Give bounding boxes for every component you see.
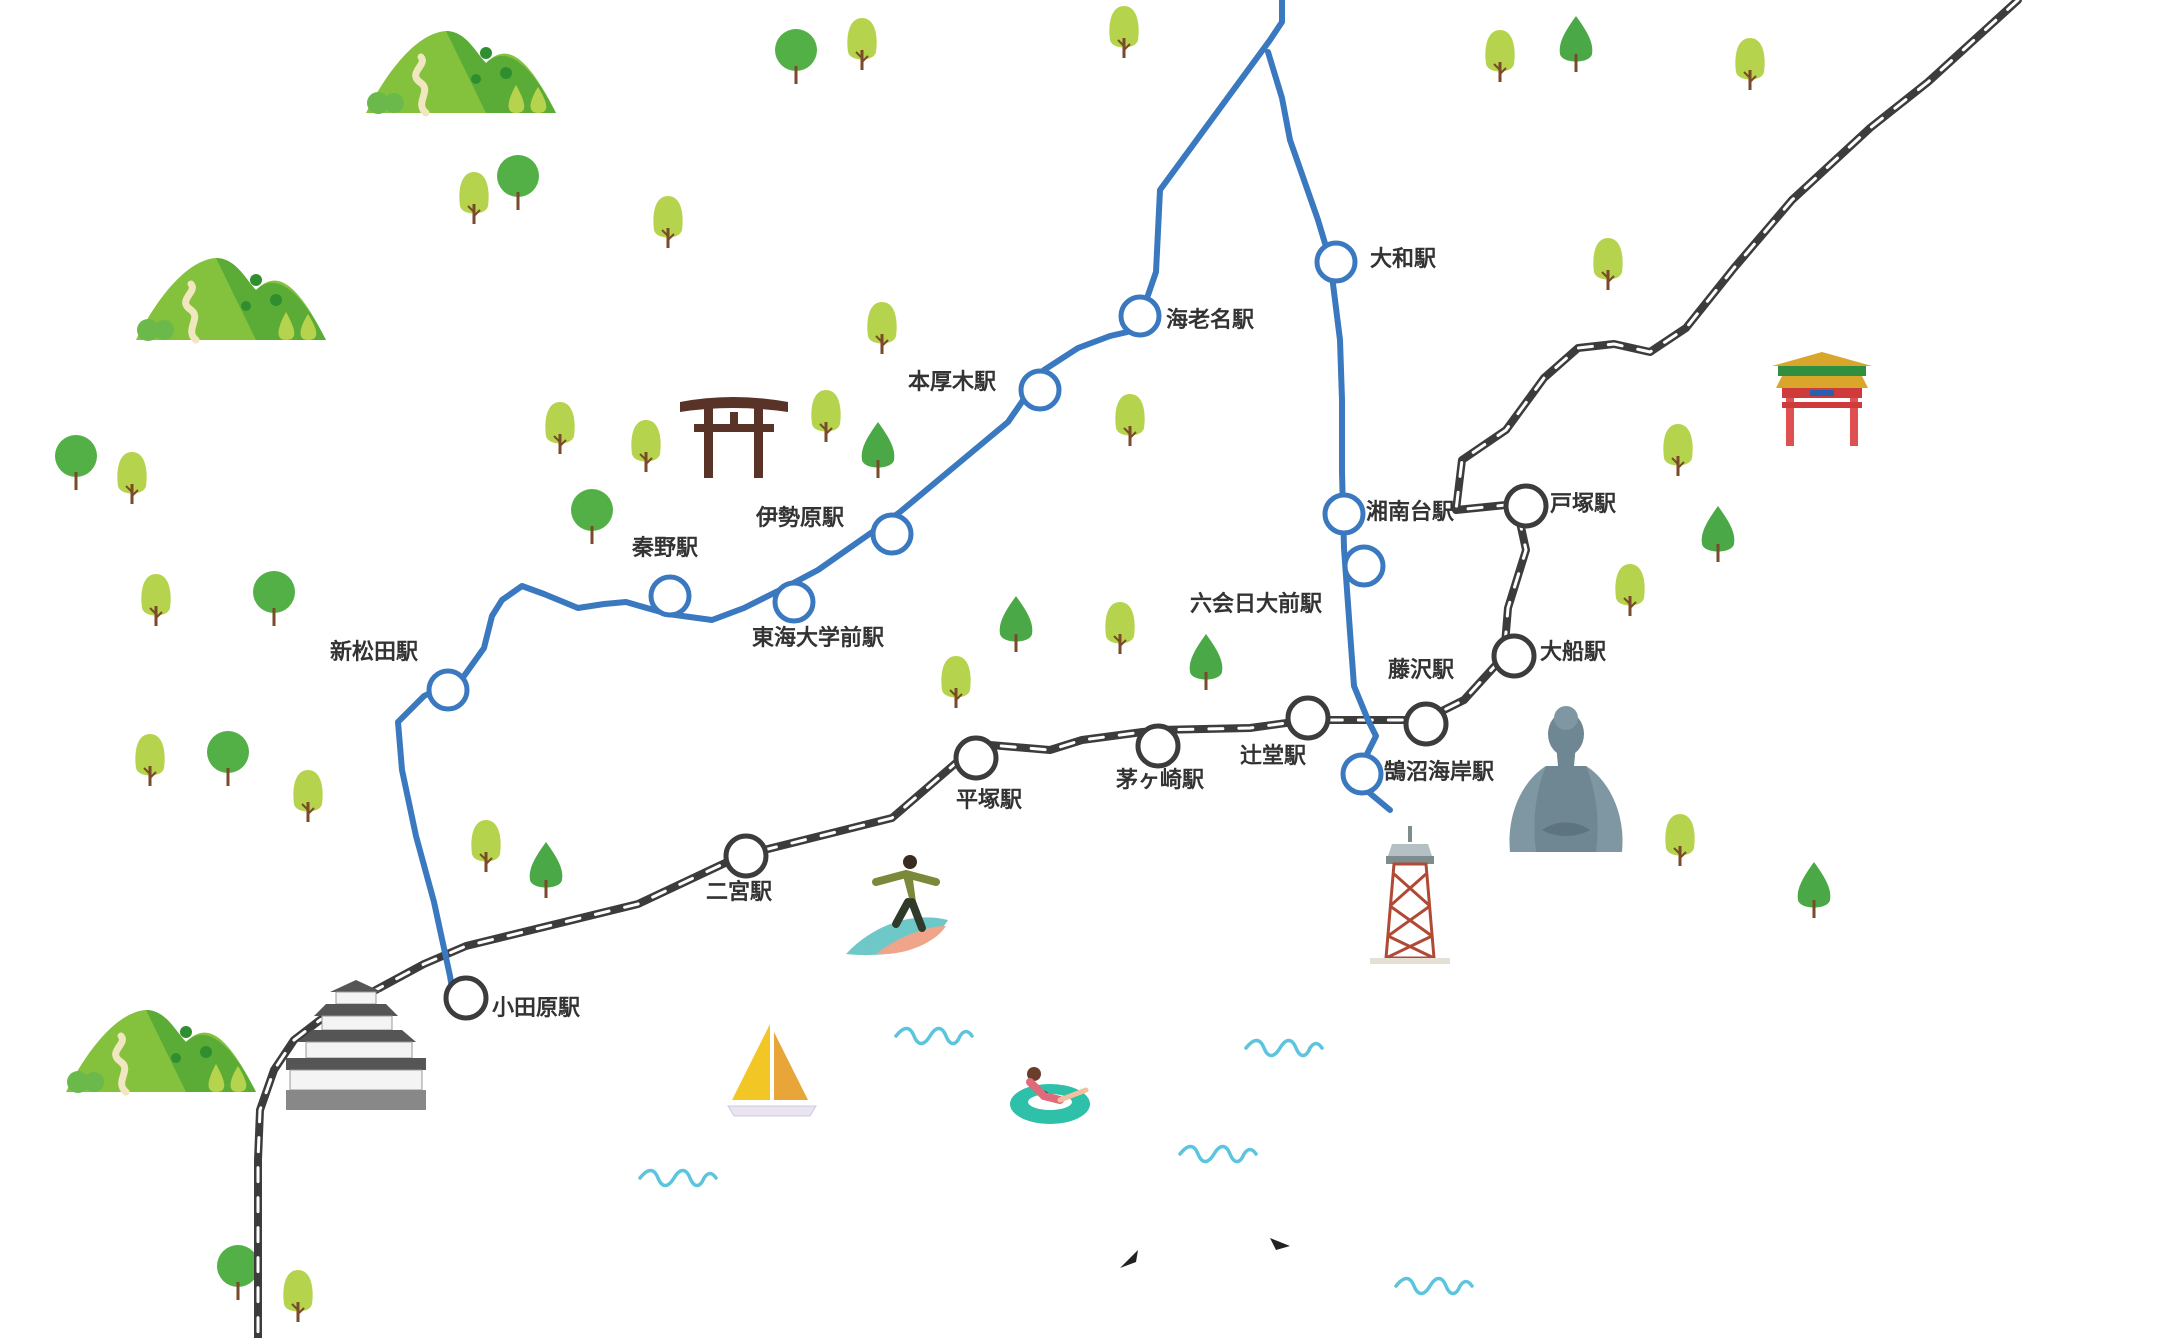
station-tokaidaigakumae-marker (772, 580, 816, 624)
tree-icon (1797, 862, 1831, 918)
station-label-honatsugi: 本厚木駅 (908, 370, 997, 395)
tree-icon (652, 195, 684, 249)
station-hiratsuka-marker (953, 735, 999, 781)
swim-ring-icon (1010, 1067, 1090, 1124)
station-label-mutsuaihiyoshi: 六会日大前駅 (1190, 592, 1323, 617)
tree-icon (140, 573, 172, 627)
station-label-isehara: 伊勢原駅 (756, 506, 845, 531)
tree-icon (253, 571, 295, 626)
odakyu-odawara-line (395, 0, 1285, 1003)
station-ebina-marker (1118, 294, 1162, 338)
tree-icon (497, 155, 539, 210)
station-label-totsuka: 戸塚駅 (1550, 492, 1617, 517)
bird-icons (1120, 1238, 1290, 1268)
station-label-ebina: 海老名駅 (1166, 308, 1255, 333)
tree-icon (1104, 601, 1136, 655)
tree-icon (1664, 813, 1696, 867)
wave-icon (1244, 1038, 1324, 1058)
tree-icon (116, 451, 148, 505)
station-label-tokaidaigakumae: 東海大学前駅 (752, 626, 885, 651)
tree-icon (1114, 393, 1146, 447)
tree-icon (470, 819, 502, 873)
tree-icon (940, 655, 972, 709)
tree-icon (861, 422, 895, 478)
tree-icon (282, 1269, 314, 1323)
tree-icon (207, 731, 249, 786)
wave-icon (638, 1168, 718, 1188)
station-label-hiratsuka: 平塚駅 (956, 788, 1023, 813)
surfer-icon (846, 855, 948, 956)
station-yamato-marker (1314, 240, 1358, 284)
tree-icon (1559, 16, 1593, 72)
wave-icon (894, 1026, 974, 1046)
station-label-ninomiya: 二宮駅 (706, 880, 773, 905)
tree-icon (1701, 506, 1735, 562)
tree-icon (1108, 5, 1140, 59)
tree-icon (217, 1245, 259, 1300)
tree-icon (1662, 423, 1694, 477)
station-shonandai-marker (1322, 492, 1366, 536)
station-shinmatsuda-marker (426, 668, 470, 712)
tree-icon (571, 489, 613, 544)
tree-icon (1614, 563, 1646, 617)
odakyu-enoshima-line (1265, 49, 1393, 813)
station-ninomiya-marker (723, 833, 769, 879)
jr-line (258, 0, 2018, 1338)
tree-icon (1484, 29, 1516, 83)
station-label-shinmatsuda: 新松田駅 (330, 640, 419, 665)
mountain-icon (136, 258, 326, 341)
station-label-hadano: 秦野駅 (632, 536, 699, 561)
tree-icon (999, 596, 1033, 652)
wave-icon (1394, 1276, 1474, 1296)
wave-icon (1178, 1144, 1258, 1164)
tree-icon (55, 435, 97, 490)
station-mutsuaihiyoshi-marker (1342, 544, 1386, 588)
station-label-fujisawa: 藤沢駅 (1388, 658, 1455, 683)
station-ofuna-marker (1491, 633, 1537, 679)
station-isehara-marker (870, 512, 914, 556)
tree-icon (846, 17, 878, 71)
station-label-odawara: 小田原駅 (492, 996, 581, 1021)
station-hadano-marker (648, 574, 692, 618)
station-honatsugi-marker (1018, 368, 1062, 412)
mountain-icon (66, 1010, 256, 1093)
station-label-kugenumakaigan: 鵠沼海岸駅 (1384, 760, 1495, 785)
tree-icon (866, 301, 898, 355)
tree-icon (810, 389, 842, 443)
station-fujisawa-marker (1403, 701, 1449, 747)
tree-icon (775, 29, 817, 84)
tree-icon (458, 171, 490, 225)
station-label-shonandai: 湘南台駅 (1366, 500, 1455, 525)
station-odawara-marker (443, 975, 489, 1021)
mountain-icon (366, 31, 556, 114)
station-label-tsujido: 辻堂駅 (1240, 744, 1307, 769)
enoshima-lighthouse-icon (1370, 826, 1450, 964)
tree-icon (1189, 634, 1223, 690)
station-label-chigasaki: 茅ヶ崎駅 (1116, 768, 1205, 793)
tree-icon (292, 769, 324, 823)
station-totsuka-marker (1503, 483, 1549, 529)
station-label-ofuna: 大船駅 (1540, 640, 1607, 665)
kamakura-daibutsu-icon (1509, 706, 1623, 852)
station-chigasaki-marker (1135, 723, 1181, 769)
tree-icon (1734, 37, 1766, 91)
sailboat-icon (727, 1024, 817, 1117)
station-markers[interactable] (426, 240, 1549, 1021)
station-kugenumakaigan-marker (1340, 752, 1384, 796)
odawara-castle-icon (286, 980, 426, 1110)
chinatown-gate-icon (1772, 352, 1872, 446)
bird-icon (1120, 1250, 1138, 1268)
tree-icon (544, 401, 576, 455)
torii-gate-icon (680, 397, 788, 478)
tree-icon (134, 733, 166, 787)
tree-icon (630, 419, 662, 473)
station-tsujido-marker (1285, 695, 1331, 741)
bird-icon (1270, 1238, 1290, 1250)
tree-icon (1592, 237, 1624, 291)
station-label-yamato: 大和駅 (1370, 247, 1437, 272)
tree-icon (529, 842, 563, 898)
